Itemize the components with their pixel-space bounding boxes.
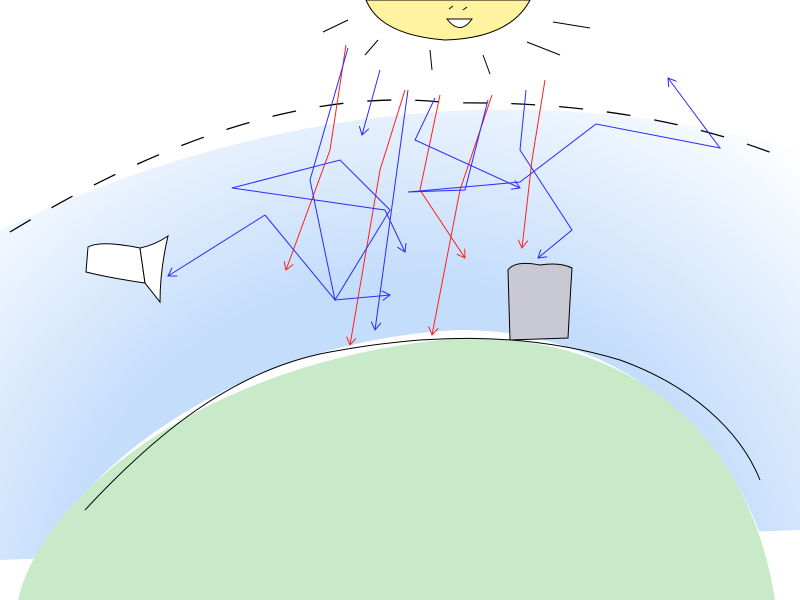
blue-ray-arrow xyxy=(375,89,409,330)
object-box-icon xyxy=(85,234,169,304)
sun xyxy=(322,0,591,75)
ground-outline xyxy=(84,337,761,511)
blue-ray-arrow xyxy=(264,214,390,300)
red-ray-arrow xyxy=(286,44,347,270)
sun-rays xyxy=(322,19,591,75)
blue-ray-arrow xyxy=(362,69,381,135)
red-ray-arrow xyxy=(419,94,465,258)
blue-ray-arrow xyxy=(519,89,573,258)
sun-smile-icon xyxy=(445,18,473,28)
blue-ray-arrow xyxy=(231,47,405,302)
red-ray-arrow xyxy=(522,79,546,248)
blue-ray-arrow xyxy=(407,78,722,193)
blue-scattered-rays xyxy=(168,47,722,330)
red-ray-arrow xyxy=(350,89,406,345)
grey-block-icon xyxy=(507,262,573,341)
atmosphere-boundary xyxy=(9,99,786,233)
sun-eye-icon xyxy=(448,5,468,11)
ground-hill xyxy=(18,337,775,600)
blue-ray-arrow xyxy=(168,214,266,276)
blue-ray-arrow xyxy=(414,97,520,188)
